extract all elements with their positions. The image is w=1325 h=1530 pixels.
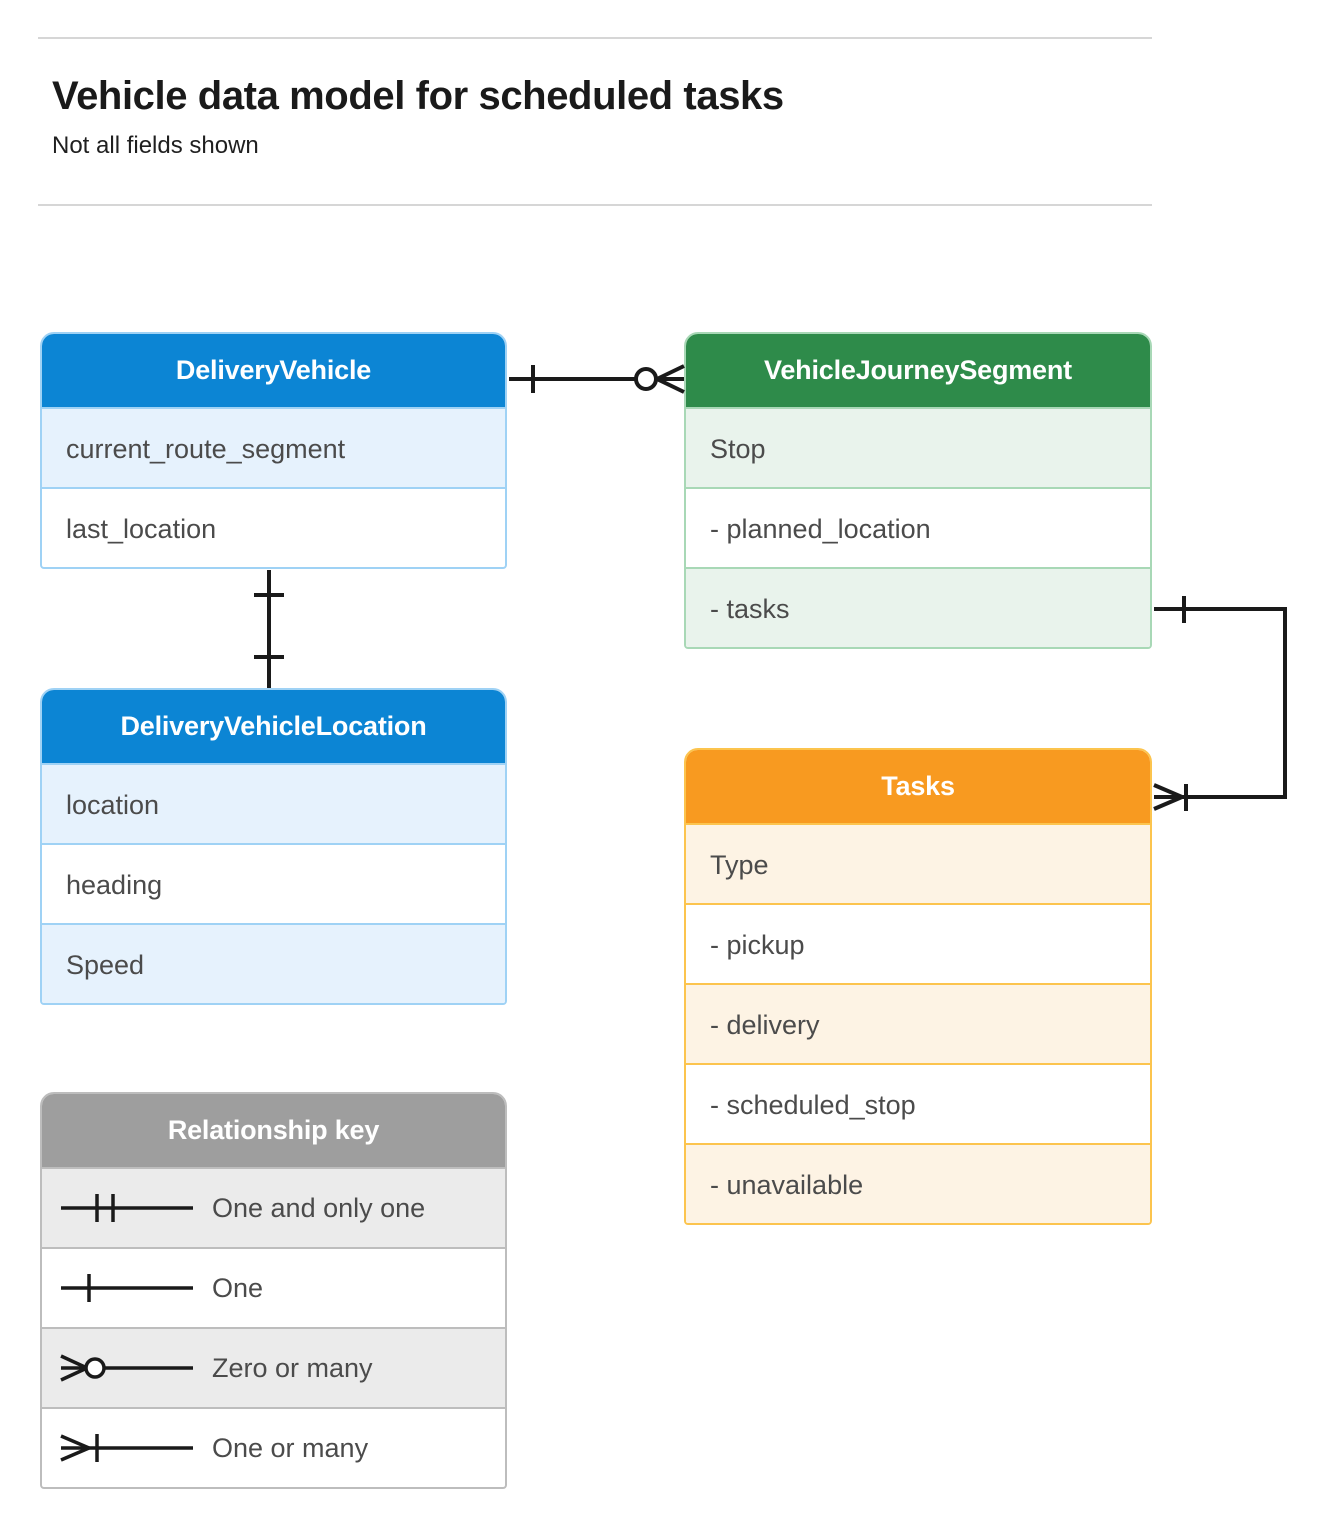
legend-item-one-and-only-one: One and only one <box>42 1167 505 1247</box>
entity-title-tasks: Tasks <box>686 750 1150 823</box>
legend-item-label: One or many <box>212 1433 369 1463</box>
entity-field-row: heading <box>42 843 505 923</box>
header-divider-top <box>38 37 1152 39</box>
entity-field-row: Stop <box>686 407 1150 487</box>
entity-field-row: - unavailable <box>686 1143 1150 1223</box>
entity-tasks[interactable]: Tasks Type - pickup - delivery - schedul… <box>684 748 1152 1225</box>
one-and-only-one-icon <box>42 1188 212 1228</box>
legend-item-label: One <box>212 1273 264 1303</box>
entity-delivery-vehicle-location[interactable]: DeliveryVehicleLocation location heading… <box>40 688 507 1005</box>
entity-title-vehicle-journey-segment: VehicleJourneySegment <box>686 334 1150 407</box>
entity-field-row: - planned_location <box>686 487 1150 567</box>
connector-vehicle-to-journey-segment <box>509 364 685 394</box>
entity-field-row: - delivery <box>686 983 1150 1063</box>
entity-title-delivery-vehicle: DeliveryVehicle <box>42 334 505 407</box>
legend-item-one-or-many: One or many <box>42 1407 505 1487</box>
one-icon <box>42 1268 212 1308</box>
entity-field-row: Speed <box>42 923 505 1003</box>
entity-field-row: - tasks <box>686 567 1150 647</box>
legend-item-label: Zero or many <box>212 1353 373 1383</box>
page-title: Vehicle data model for scheduled tasks <box>52 74 784 118</box>
entity-field-row: location <box>42 763 505 843</box>
connector-journey-segment-tasks-to-tasks <box>1153 596 1287 811</box>
entity-field-row: - pickup <box>686 903 1150 983</box>
legend-item-label: One and only one <box>212 1193 426 1223</box>
legend-item-zero-or-many: Zero or many <box>42 1327 505 1407</box>
entity-field-row: current_route_segment <box>42 407 505 487</box>
legend-relationship-key[interactable]: Relationship key One and only one One <box>40 1092 507 1489</box>
connector-vehicle-to-vehicle-location <box>254 570 284 688</box>
entity-field-row: Type <box>686 823 1150 903</box>
zero-or-many-icon <box>42 1348 212 1388</box>
one-or-many-icon <box>42 1428 212 1468</box>
entity-title-delivery-vehicle-location: DeliveryVehicleLocation <box>42 690 505 763</box>
page-subtitle: Not all fields shown <box>52 132 259 159</box>
header-divider-bottom <box>38 204 1152 206</box>
entity-delivery-vehicle[interactable]: DeliveryVehicle current_route_segment la… <box>40 332 507 569</box>
legend-item-one: One <box>42 1247 505 1327</box>
entity-field-row: - scheduled_stop <box>686 1063 1150 1143</box>
entity-vehicle-journey-segment[interactable]: VehicleJourneySegment Stop - planned_loc… <box>684 332 1152 649</box>
legend-title: Relationship key <box>42 1094 505 1167</box>
entity-field-row: last_location <box>42 487 505 567</box>
